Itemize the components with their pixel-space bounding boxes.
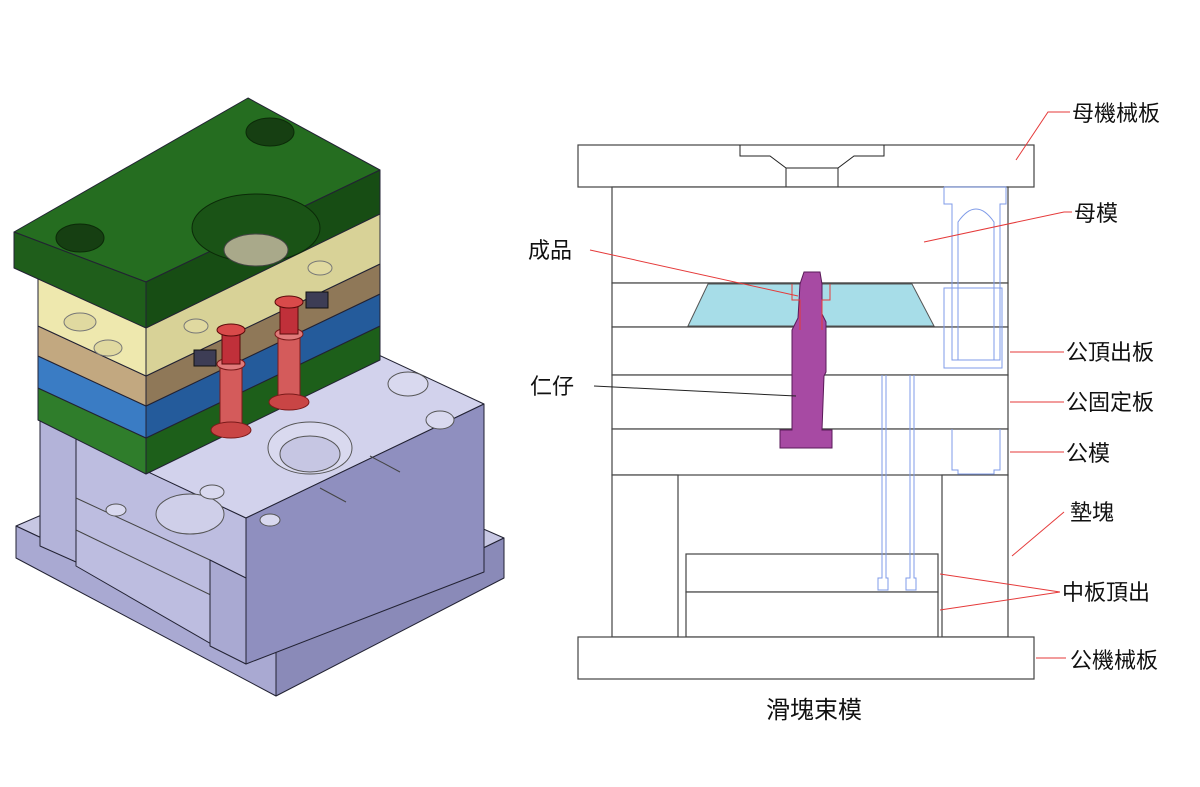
insert-red-edge-left xyxy=(791,284,801,330)
label-product: 成品 xyxy=(528,239,572,264)
hole-small-4 xyxy=(259,513,281,527)
cavity-hole-4 xyxy=(307,260,333,276)
label-top-clamp-plate: 母機械板 xyxy=(1072,102,1160,127)
slide-window-left xyxy=(193,349,217,367)
middle-ejector-upper xyxy=(685,553,939,593)
red-core-1 xyxy=(210,323,252,439)
cavity-hole-3 xyxy=(183,318,209,334)
label-insert: 仁仔 xyxy=(530,375,574,400)
leader-middle-1 xyxy=(939,573,1061,593)
diagram-caption: 滑塊束模 xyxy=(766,696,862,724)
red-core-2 xyxy=(268,295,310,411)
guide-pin-2 xyxy=(319,487,347,503)
top-clamp-plate xyxy=(577,144,1035,188)
label-bottom-clamp-plate: 公機械板 xyxy=(1070,649,1158,674)
label-spacer-block: 墊塊 xyxy=(1070,501,1114,526)
leader-spacer xyxy=(1011,511,1065,557)
bottom-clamp-plate xyxy=(577,636,1035,680)
ejector-pin-1 xyxy=(877,375,889,591)
middle-ejector-lower xyxy=(685,591,939,638)
label-core-retainer-plate: 公固定板 xyxy=(1066,391,1154,416)
cavity-block xyxy=(611,186,1009,284)
insert-red-edge-right xyxy=(821,284,831,330)
sprue-bushing xyxy=(223,233,289,267)
label-core-plate: 公模 xyxy=(1066,442,1110,467)
leader-product xyxy=(589,249,799,297)
hole-small-5 xyxy=(105,503,127,517)
label-ejector-plate: 公頂出板 xyxy=(1066,341,1154,366)
leader-top-clamp xyxy=(1015,111,1070,161)
label-middle-ejector: 中板頂出 xyxy=(1062,581,1150,606)
hole-small-2 xyxy=(425,410,455,430)
slide-window-right xyxy=(305,291,329,309)
cavity-hole-1 xyxy=(63,312,97,332)
label-cavity-plate: 母模 xyxy=(1074,202,1118,227)
spacer-left xyxy=(611,474,679,638)
spacer-left-front xyxy=(39,419,77,563)
guide-pin-lower xyxy=(951,429,1001,475)
guide-pin-head xyxy=(943,186,1007,361)
hole-small-3 xyxy=(199,484,225,500)
ejector-pin-2 xyxy=(905,375,917,591)
leader-cavity xyxy=(923,211,1072,243)
mold-cross-section: 母機械板 母模 成品 公頂出板 公固定板 公模 仁仔 墊塊 中板頂出 公機械板 … xyxy=(528,102,1160,724)
spacer-right xyxy=(941,474,1009,638)
leader-middle-2 xyxy=(939,591,1061,611)
mold-3d-view xyxy=(13,97,505,697)
hole-small-1 xyxy=(387,371,429,397)
guide-pin-1 xyxy=(369,455,401,473)
cavity-hole-2 xyxy=(93,339,123,357)
hole-inner xyxy=(279,435,341,473)
guide-pin-arch xyxy=(957,208,995,360)
hole-left xyxy=(155,493,225,535)
top-plate-hole-left xyxy=(55,223,105,253)
top-plate-hole-right xyxy=(245,117,295,147)
guide-bush xyxy=(943,287,1003,369)
spacer-right-front xyxy=(209,559,247,665)
leader-insert xyxy=(593,385,797,397)
lower-block-seam-2 xyxy=(75,497,211,561)
